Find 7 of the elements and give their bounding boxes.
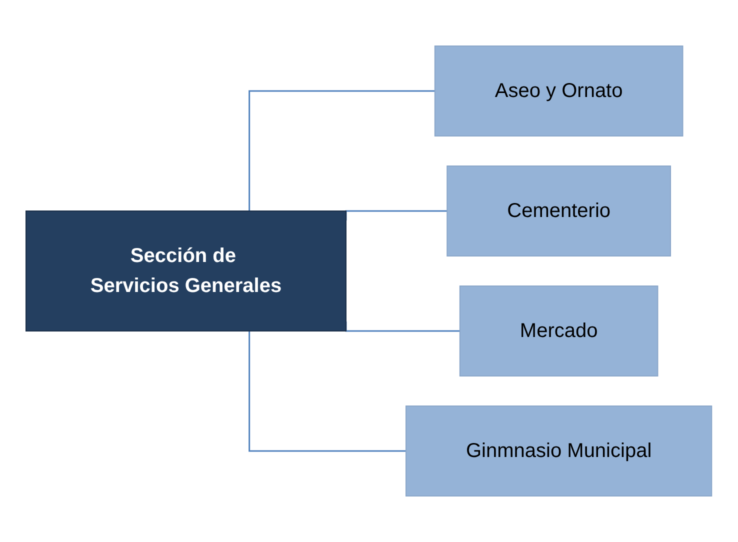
node-box: Sección de Servicios Generales [26,210,347,332]
node-box: Mercado [460,286,658,376]
node-box: Aseo y Ornato [434,46,684,136]
connector [248,331,406,452]
connector [248,90,436,211]
node-box: Cementerio [446,166,672,256]
node-box: Ginmnasio Municipal [406,406,712,496]
